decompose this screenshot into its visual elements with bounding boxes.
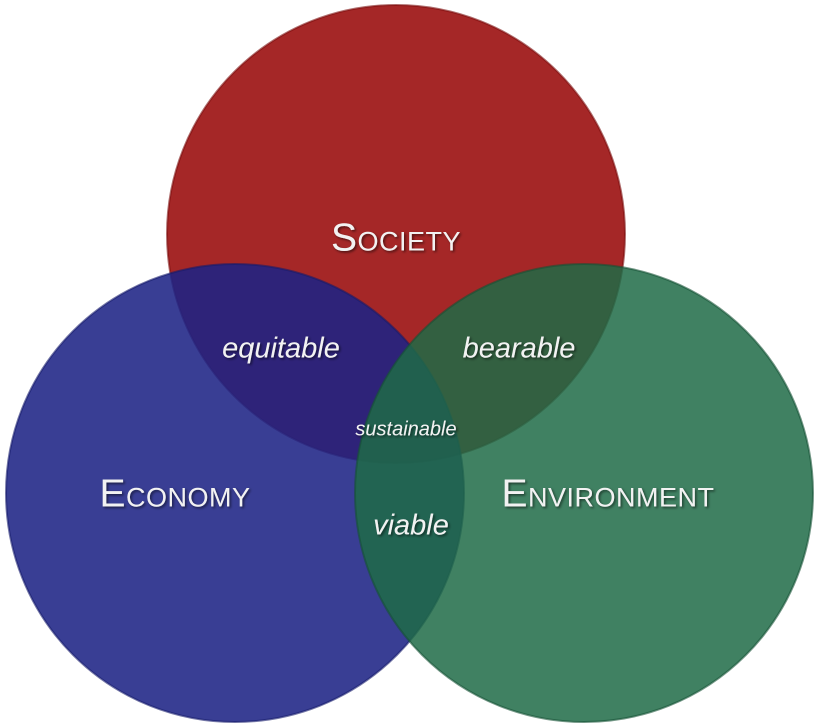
equitable-label: equitable: [222, 333, 340, 365]
bearable-label: bearable: [463, 333, 576, 365]
society-label: Society: [331, 216, 461, 259]
environment-label: Environment: [501, 472, 714, 515]
viable-label: viable: [373, 510, 449, 542]
environment-circle: [354, 263, 814, 723]
sustainable-label: sustainable: [355, 418, 456, 440]
economy-label: Economy: [99, 472, 250, 515]
